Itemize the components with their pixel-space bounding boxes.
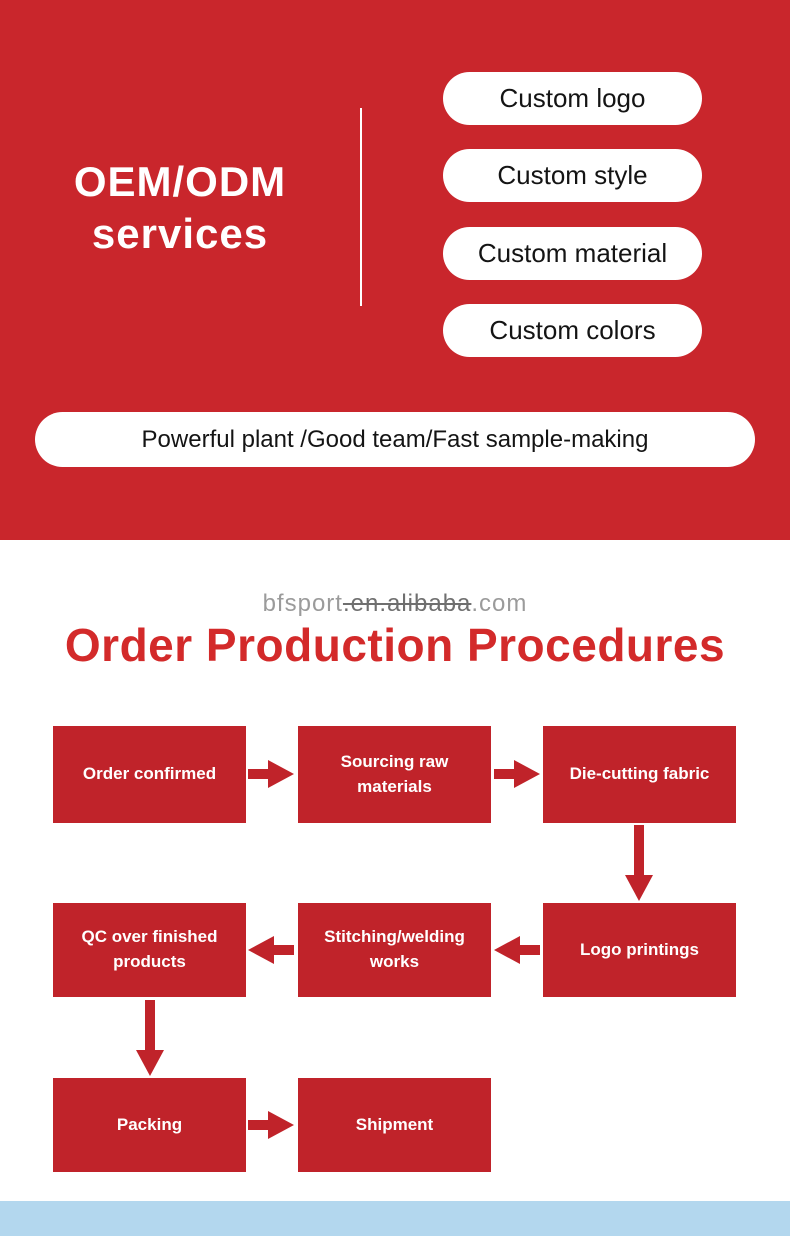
custom-logo-pill: Custom logo bbox=[443, 72, 702, 125]
hero-banner-label: Powerful plant /Good team/Fast sample-ma… bbox=[141, 425, 649, 453]
flow-box-label: QC over finished products bbox=[81, 927, 218, 971]
arrow-right-icon bbox=[494, 760, 540, 788]
flow-box-shipment: Shipment bbox=[298, 1078, 491, 1172]
footer-strip bbox=[0, 1201, 790, 1236]
hero-title-line1: OEM/ODM bbox=[73, 158, 287, 205]
watermark-prefix: bfsport bbox=[262, 590, 343, 617]
flow-box-sourcing-raw-materials: Sourcing raw materials bbox=[298, 726, 491, 823]
flow-box-order-confirmed: Order confirmed bbox=[53, 726, 246, 823]
flow-box-stitching-welding-works: Stitching/welding works bbox=[298, 903, 491, 997]
flow-box-packing: Packing bbox=[53, 1078, 246, 1172]
flow-box-label: Sourcing raw materials bbox=[340, 751, 449, 796]
arrow-right-icon bbox=[248, 760, 294, 788]
flow-box-die-cutting-fabric: Die-cutting fabric bbox=[543, 726, 736, 823]
flow-box-qc-over-finished-products: QC over finished products bbox=[53, 903, 246, 997]
custom-colors-pill: Custom colors bbox=[443, 304, 702, 357]
arrow-left-icon bbox=[248, 936, 294, 964]
custom-colors-pill-label: Custom colors bbox=[489, 315, 656, 345]
custom-material-pill: Custom material bbox=[443, 227, 702, 280]
hero-title: OEM/ODM services bbox=[30, 156, 330, 260]
custom-logo-pill-label: Custom logo bbox=[499, 83, 646, 113]
custom-style-pill-label: Custom style bbox=[497, 160, 648, 190]
arrow-down-icon bbox=[136, 1000, 164, 1076]
arrow-right-icon bbox=[248, 1111, 294, 1139]
flow-box-label: Packing bbox=[116, 1114, 183, 1134]
watermark-suffix: .com bbox=[471, 590, 528, 617]
flow-box-label: Order confirmed bbox=[82, 764, 217, 784]
custom-material-pill-label: Custom material bbox=[477, 238, 668, 268]
arrow-down-icon bbox=[625, 825, 653, 901]
hero-banner-pill: Powerful plant /Good team/Fast sample-ma… bbox=[35, 412, 755, 467]
flow-box-label: Stitching/welding works bbox=[324, 927, 465, 971]
watermark-struck: .en.alibaba bbox=[342, 590, 472, 617]
flow-box-label: Shipment bbox=[355, 1114, 434, 1134]
vertical-divider bbox=[360, 108, 362, 306]
flow-box-label: Logo printings bbox=[580, 939, 699, 959]
hero-title-line2: services bbox=[91, 210, 269, 257]
section-title: Order Production Procedures bbox=[64, 619, 726, 671]
flow-box-logo-printings: Logo printings bbox=[543, 903, 736, 997]
arrow-left-icon bbox=[494, 936, 540, 964]
flow-box-label: Die-cutting fabric bbox=[569, 764, 710, 784]
hero-section: OEM/ODM services Custom logo Custom styl… bbox=[0, 0, 790, 540]
watermark-text: bfsport.en.alibaba.com bbox=[0, 590, 790, 618]
custom-style-pill: Custom style bbox=[443, 149, 702, 202]
